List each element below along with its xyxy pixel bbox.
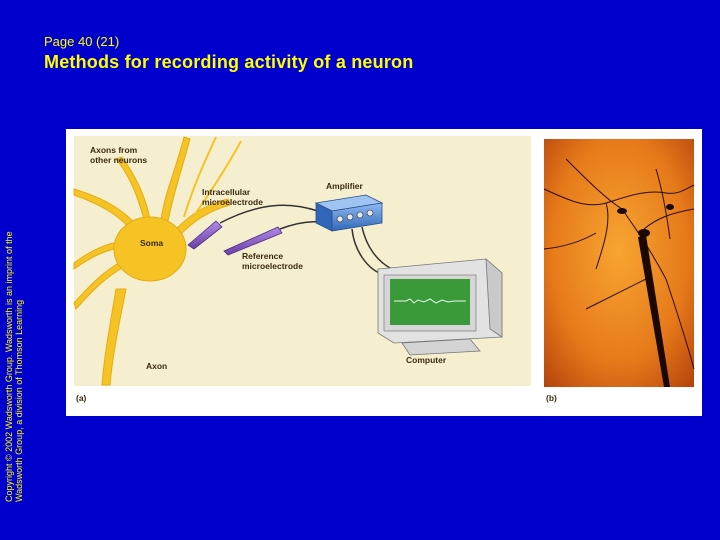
label-axons-line2: other neurons [90,155,147,165]
label-amplifier: Amplifier [326,181,364,191]
label-intracellular-line1: Intracellular [202,187,251,197]
label-intracellular-line2: microelectrode [202,197,263,207]
computer-monitor [377,258,503,356]
figure-svg: Axons from other neurons Intracellular m… [73,136,695,403]
label-panel-a: (a) [76,393,87,403]
amplifier-box [314,194,384,232]
copyright-notice: Copyright © 2002 Wadsworth Group. Wadswo… [4,202,24,502]
label-axons-line1: Axons from [90,145,138,155]
figure-panel: Axons from other neurons Intracellular m… [66,129,702,416]
slide-subtitle: Page 40 (21) [44,34,120,49]
label-reference-line1: Reference [242,251,283,261]
neuron-micrograph [543,139,695,387]
neuron-illustration [73,136,231,386]
incoming-axons [183,136,242,228]
copyright-line-1: Copyright © 2002 Wadsworth Group. Wadswo… [4,231,14,502]
cable-to-computer-2 [361,226,393,270]
signal-trace [394,298,466,304]
copyright-line-2: Wadsworth Group, a division of Thomson L… [14,299,24,502]
computer-screen [390,279,470,325]
intracellular-electrode [187,204,319,250]
label-computer: Computer [406,355,447,365]
label-axon: Axon [146,361,167,371]
label-reference-line2: microelectrode [242,261,303,271]
slide-title: Methods for recording activity of a neur… [44,52,414,72]
label-panel-b: (b) [546,393,557,403]
label-soma: Soma [140,238,163,248]
